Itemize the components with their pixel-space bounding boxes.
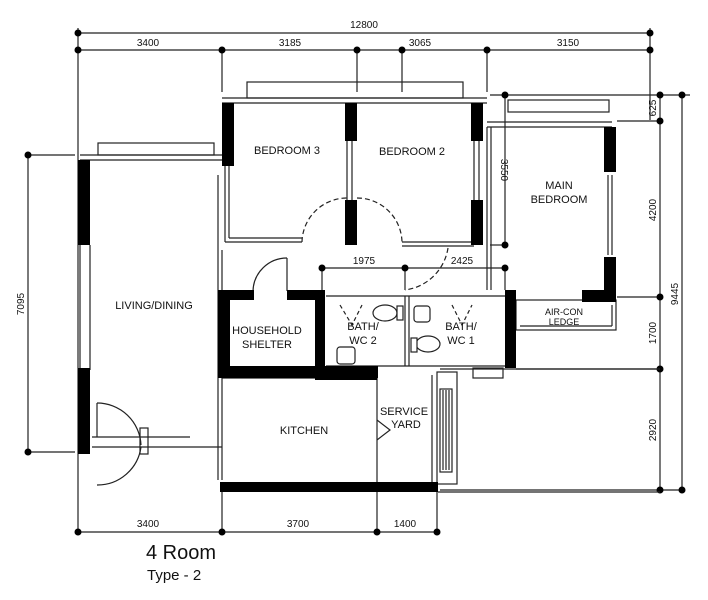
door-swings — [96, 197, 473, 486]
fixtures — [336, 304, 441, 365]
room-bedroom-2: BEDROOM 2 — [379, 146, 445, 158]
dim-top-seg-4: 3150 — [557, 38, 580, 49]
plan-subtitle: Type - 2 — [147, 567, 202, 584]
dim-right-total: 9445 — [670, 282, 681, 305]
room-main-bedroom-1: MAIN — [545, 180, 573, 192]
dim-top-seg-2: 3185 — [279, 38, 302, 49]
dim-bottom-seg-3: 1400 — [394, 519, 417, 530]
dim-top-seg-3: 3065 — [409, 38, 432, 49]
room-bath-1-2: WC 1 — [447, 335, 475, 347]
room-bath-1-1: BATH/ — [445, 321, 478, 333]
dim-right-seg-4: 2920 — [648, 418, 659, 441]
dim-inner-h-2: 2425 — [451, 256, 474, 267]
room-kitchen: KITCHEN — [280, 425, 328, 437]
dim-bottom-seg-2: 3700 — [287, 519, 310, 530]
room-bath-2-1: BATH/ — [347, 321, 380, 333]
room-bedroom-3: BEDROOM 3 — [254, 145, 320, 157]
room-household-shelter-2: SHELTER — [242, 339, 292, 351]
dim-inner-vertical: 3550 — [498, 159, 509, 182]
dim-right-seg-1: 625 — [648, 99, 659, 116]
plan-title: 4 Room — [146, 542, 217, 564]
solid-walls — [78, 103, 616, 492]
room-aircon-ledge-2: LEDGE — [549, 317, 580, 327]
dim-left-total: 7095 — [16, 292, 27, 315]
thin-walls — [79, 81, 660, 493]
dim-top-total: 12800 — [350, 20, 378, 31]
dim-right-seg-2: 4200 — [648, 198, 659, 221]
dimension-dots — [24, 29, 686, 536]
dim-top-seg-1: 3400 — [137, 38, 160, 49]
dim-inner-h-1: 1975 — [353, 256, 376, 267]
room-main-bedroom-2: BEDROOM — [531, 194, 588, 206]
room-service-yard-1: SERVICE — [380, 406, 428, 418]
room-aircon-ledge-1: AIR-CON — [545, 307, 583, 317]
room-living-dining: LIVING/DINING — [115, 300, 193, 312]
room-service-yard-2: YARD — [391, 419, 421, 431]
room-bath-2-2: WC 2 — [349, 335, 377, 347]
dim-bottom-seg-1: 3400 — [137, 519, 160, 530]
dim-right-seg-3: 1700 — [648, 321, 659, 344]
room-household-shelter-1: HOUSEHOLD — [232, 325, 302, 337]
